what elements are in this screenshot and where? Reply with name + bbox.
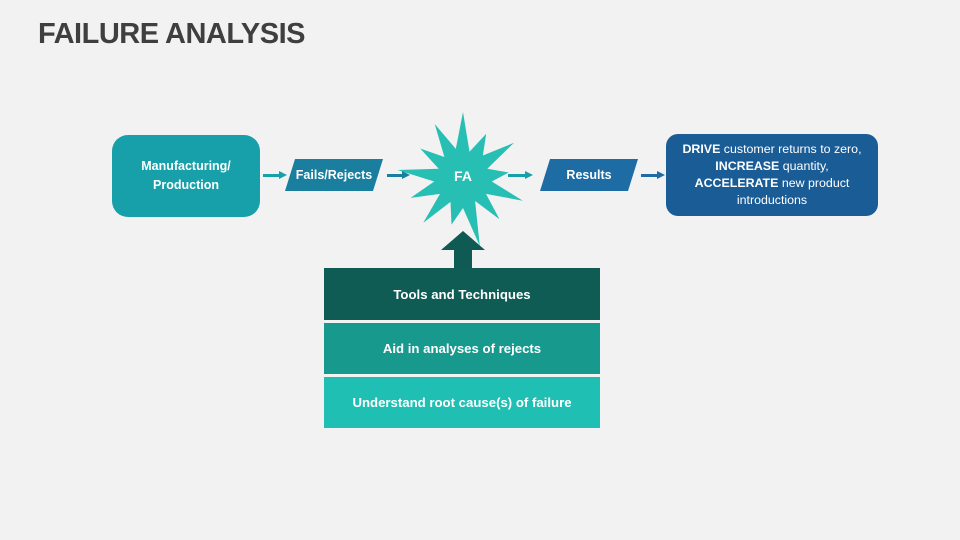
- outcome-text: DRIVE customer returns to zero, INCREASE…: [682, 141, 862, 208]
- support-bar-root-cause: Understand root cause(s) of failure: [324, 377, 600, 428]
- arrow-manufacturing-to-fails-icon: [263, 174, 279, 177]
- arrow-fa-to-results-icon: [508, 174, 525, 177]
- outcome-box: DRIVE customer returns to zero, INCREASE…: [666, 134, 878, 216]
- support-bar-analyses: Aid in analyses of rejects: [324, 323, 600, 374]
- arrow-results-to-outcome-icon: [641, 174, 657, 177]
- manufacturing-production-box: Manufacturing/ Production: [112, 135, 260, 217]
- results-shape: Results: [540, 159, 638, 191]
- manufacturing-production-label: Manufacturing/ Production: [141, 159, 231, 192]
- fa-starburst-shape: [388, 104, 538, 254]
- fails-rejects-shape: Fails/Rejects: [285, 159, 383, 191]
- support-bar-tools-label: Tools and Techniques: [393, 286, 531, 302]
- up-arrow-icon: [441, 231, 485, 269]
- results-label: Results: [566, 168, 612, 182]
- fails-rejects-label: Fails/Rejects: [295, 168, 373, 182]
- support-bar-tools: Tools and Techniques: [324, 268, 600, 320]
- support-bar-root-cause-label: Understand root cause(s) of failure: [352, 395, 572, 410]
- starburst-icon: [397, 112, 523, 246]
- support-bar-analyses-label: Aid in analyses of rejects: [382, 341, 542, 356]
- arrow-fails-to-fa-icon: [387, 174, 402, 177]
- fa-label: FA: [454, 168, 472, 184]
- slide-title: FAILURE ANALYSIS: [38, 18, 306, 50]
